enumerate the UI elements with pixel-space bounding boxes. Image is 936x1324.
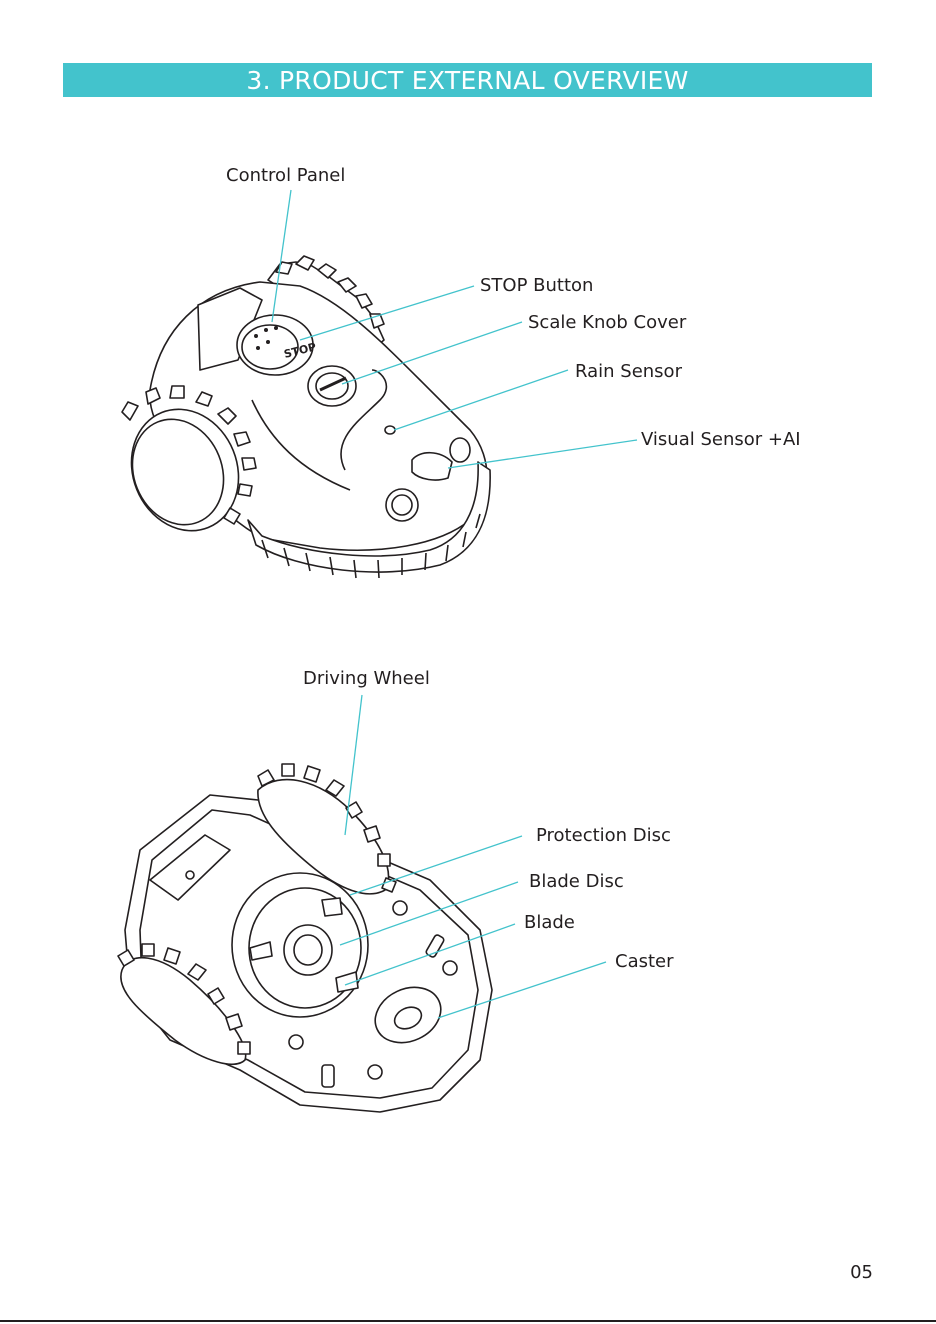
label-blade: Blade [524, 913, 575, 933]
label-protection-disc: Protection Disc [536, 826, 671, 846]
label-caster: Caster [615, 952, 674, 972]
driving-wheel [258, 764, 396, 894]
chassis-outline [125, 795, 492, 1112]
front-sensor-eye [450, 438, 470, 462]
blade-disc [249, 888, 361, 1008]
bottom-rule [0, 1320, 936, 1322]
blade-right [336, 972, 358, 992]
mower-top-view-illustration: STOP [0, 0, 936, 620]
leader-driving-wheel [345, 695, 362, 835]
caster [366, 977, 450, 1053]
label-blade-disc: Blade Disc [529, 872, 624, 892]
bottom-leader-lines [340, 695, 606, 1018]
blade-top [322, 898, 342, 916]
label-control-panel: Control Panel [226, 166, 345, 186]
protection-disc [232, 873, 368, 1017]
battery-cover [150, 835, 230, 900]
label-stop-button: STOP Button [480, 276, 593, 296]
label-scale-knob-cover: Scale Knob Cover [528, 313, 686, 333]
visual-sensor [412, 453, 452, 480]
page-number: 05 [850, 1262, 873, 1283]
blade-left [250, 942, 272, 960]
label-rain-sensor: Rain Sensor [575, 362, 682, 382]
leader-caster [438, 962, 606, 1018]
left-driving-wheel [118, 944, 250, 1064]
label-driving-wheel: Driving Wheel [303, 669, 430, 689]
label-visual-sensor: Visual Sensor +AI [641, 430, 801, 450]
leader-blade-disc [340, 882, 518, 945]
rain-sensor [385, 426, 395, 434]
leader-blade [345, 924, 515, 985]
leader-protection-disc [350, 836, 522, 895]
